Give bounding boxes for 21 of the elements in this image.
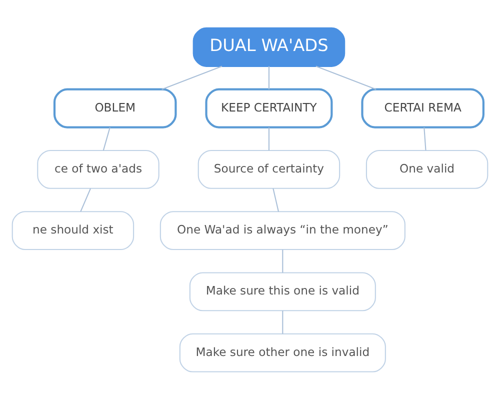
node-box: DUAL WA'ADS [192,27,346,67]
connector [268,66,270,90]
connector [162,66,222,90]
connector [282,250,284,273]
node-box: One valid [366,150,488,189]
node-box: OBLEM [53,88,177,128]
connector [316,66,376,90]
connector [102,127,110,151]
connector [282,310,284,334]
node-box: Source of certainty [198,150,340,189]
node-box: Make sure this one is valid [189,272,376,312]
node-box: CERTAI REMA [361,88,484,128]
node-box: Make sure other one is invalid [179,333,386,372]
connector [268,127,270,150]
connector [424,127,426,150]
node-box: KEEP CERTAINTY [205,88,333,128]
connector [80,188,91,212]
connector [272,188,280,212]
node-box: ne should xist [12,211,134,250]
node-box: ce of two a'ads [37,150,160,189]
node-box: One Wa'ad is always “in the money” [160,211,406,250]
